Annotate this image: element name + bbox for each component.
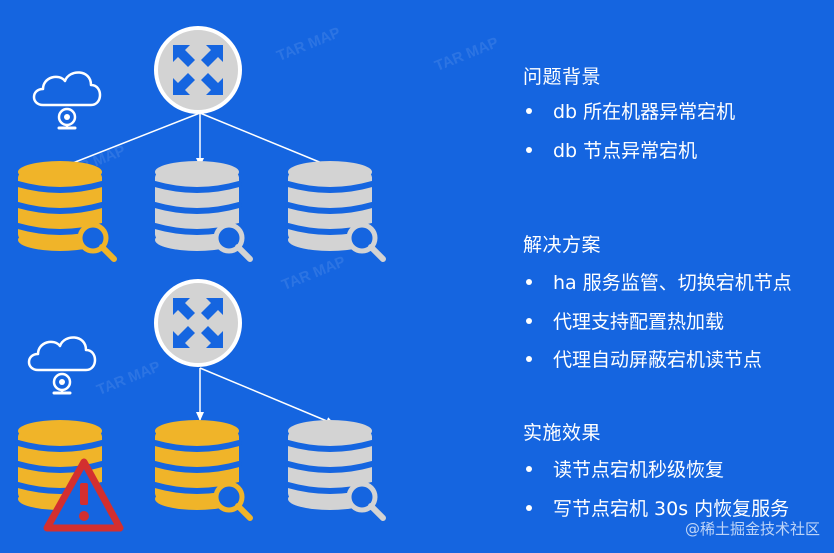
bullet-text: 代理自动屏蔽宕机读节点 <box>553 349 763 371</box>
bullet-item: db 节点异常宕机 <box>526 136 697 163</box>
warning-icon <box>43 458 124 532</box>
bullet-text: 写节点宕机 30s 内恢复服务 <box>553 498 790 520</box>
connector-arrow <box>199 112 335 169</box>
bullet-item: ha 服务监管、切换宕机节点 <box>526 268 792 295</box>
router-icon <box>154 279 242 367</box>
bullet-dot <box>526 465 532 472</box>
bullet-item: 代理支持配置热加载 <box>526 307 724 334</box>
magnifier-icon <box>216 225 250 259</box>
bullet-text: db 节点异常宕机 <box>553 140 698 162</box>
bullet-dot <box>526 107 532 114</box>
magnifier-icon <box>216 484 250 518</box>
bullet-dot <box>526 355 532 362</box>
cloud-camera-icon <box>32 70 102 130</box>
bullet-item: 代理自动屏蔽宕机读节点 <box>526 345 762 372</box>
bullet-text: ha 服务监管、切换宕机节点 <box>553 272 792 294</box>
bullet-dot <box>526 278 532 285</box>
router-icon <box>154 26 242 114</box>
bullet-text: db 所在机器异常宕机 <box>553 101 736 123</box>
bullet-text: 代理支持配置热加载 <box>553 311 725 333</box>
watermark-credit: @稀土掘金技术社区 <box>684 520 820 538</box>
magnifier-icon <box>80 225 114 259</box>
section-title: 实施效果 <box>523 422 602 444</box>
bullet-item: 写节点宕机 30s 内恢复服务 <box>526 494 789 521</box>
section-title: 解决方案 <box>523 234 602 256</box>
bullet-dot <box>526 317 532 324</box>
bullet-dot <box>526 504 532 511</box>
connector-arrow <box>59 112 201 169</box>
section-title: 问题背景 <box>523 66 602 88</box>
cloud-camera-icon <box>27 335 97 395</box>
bullet-item: 读节点宕机秒级恢复 <box>526 455 724 482</box>
bullet-item: db 所在机器异常宕机 <box>526 97 735 124</box>
connector-arrow <box>199 367 335 425</box>
magnifier-icon <box>349 484 383 518</box>
magnifier-icon <box>349 225 383 259</box>
bullet-dot <box>526 146 532 153</box>
bullet-text: 读节点宕机秒级恢复 <box>553 459 725 481</box>
text-panel: 问题背景 db 所在机器异常宕机 db 节点异常宕机 解决方案 ha 服务监管、… <box>520 0 834 553</box>
